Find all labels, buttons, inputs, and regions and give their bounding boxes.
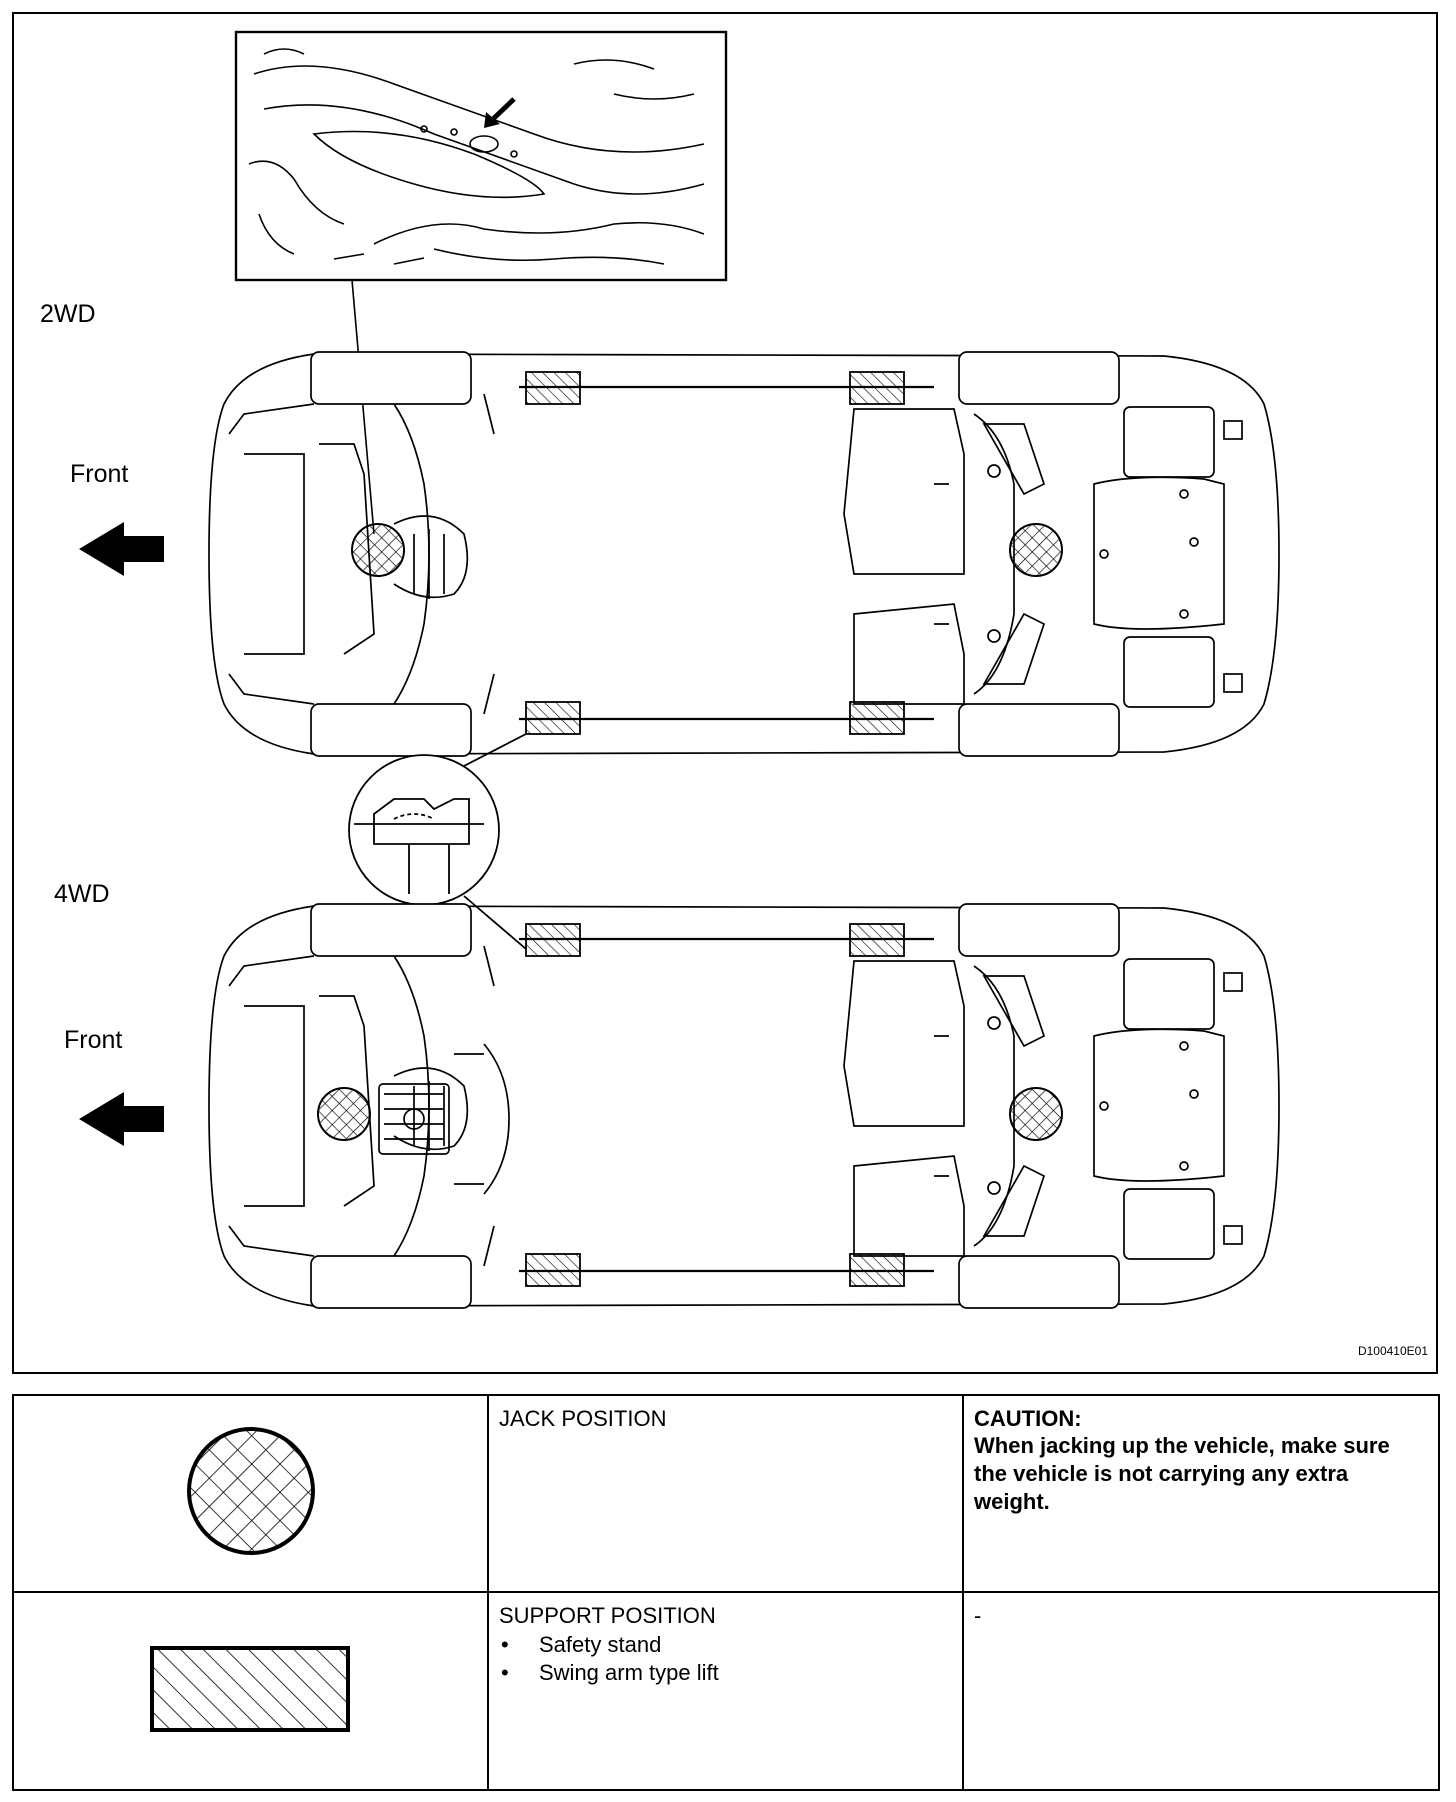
figure-code: D100410E01 <box>1357 1344 1428 1358</box>
label-4wd: 4WD <box>54 880 110 908</box>
vehicle-underside-4wd-details <box>378 1043 510 1195</box>
front-label-bottom: Front <box>64 1026 123 1054</box>
support-point-icon <box>525 701 581 735</box>
front-arrow-icon <box>79 522 164 576</box>
legend-row-support: SUPPORT POSITION Safety stand Swing arm … <box>12 1591 1440 1791</box>
list-item: Swing arm type lift <box>499 1659 952 1687</box>
magnified-detail-icon <box>234 30 728 282</box>
caution-cell: CAUTION: When jacking up the vehicle, ma… <box>962 1394 1440 1593</box>
support-point-icon <box>849 1253 905 1287</box>
support-rails-4wd <box>519 937 934 1273</box>
support-symbol-cell <box>12 1591 489 1791</box>
jack-point-icon <box>1009 1087 1063 1141</box>
caution-title: CAUTION: <box>974 1406 1082 1431</box>
jack-position-cell: JACK POSITION <box>487 1394 964 1593</box>
support-point-icon <box>525 923 581 957</box>
legend-row-jack: JACK POSITION CAUTION: When jacking up t… <box>12 1394 1440 1593</box>
jack-point-icon <box>1009 523 1063 577</box>
support-point-icon <box>525 371 581 405</box>
list-item: Safety stand <box>499 1631 952 1659</box>
support-point-icon <box>849 701 905 735</box>
jack-symbol-cell <box>12 1394 489 1593</box>
support-note: - <box>974 1603 982 1628</box>
diagram-frame: 2WD Front 4WD Front D100410E01 <box>12 12 1438 1374</box>
jack-points-diagram <box>79 30 1280 1309</box>
support-point-icon <box>849 371 905 405</box>
support-point-icon <box>849 923 905 957</box>
label-2wd: 2WD <box>40 300 96 328</box>
support-position-title: SUPPORT POSITION <box>499 1603 716 1628</box>
jack-point-icon <box>351 523 405 577</box>
caution-text: When jacking up the vehicle, make sure t… <box>974 1433 1390 1514</box>
support-note-cell: - <box>962 1591 1440 1791</box>
support-symbol-icon <box>149 1646 350 1732</box>
jack-point-icon <box>317 1087 371 1141</box>
legend-table: JACK POSITION CAUTION: When jacking up t… <box>12 1394 1440 1791</box>
jack-symbol-icon <box>186 1426 315 1555</box>
front-arrow-icon <box>79 1092 164 1146</box>
support-position-cell: SUPPORT POSITION Safety stand Swing arm … <box>487 1591 964 1791</box>
support-rails-2wd <box>519 385 934 721</box>
jack-position-title: JACK POSITION <box>499 1406 667 1431</box>
support-point-icon <box>525 1253 581 1287</box>
support-items-list: Safety stand Swing arm type lift <box>499 1631 952 1687</box>
front-label-top: Front <box>70 460 129 488</box>
vehicle-underside-2wd <box>208 351 1280 757</box>
